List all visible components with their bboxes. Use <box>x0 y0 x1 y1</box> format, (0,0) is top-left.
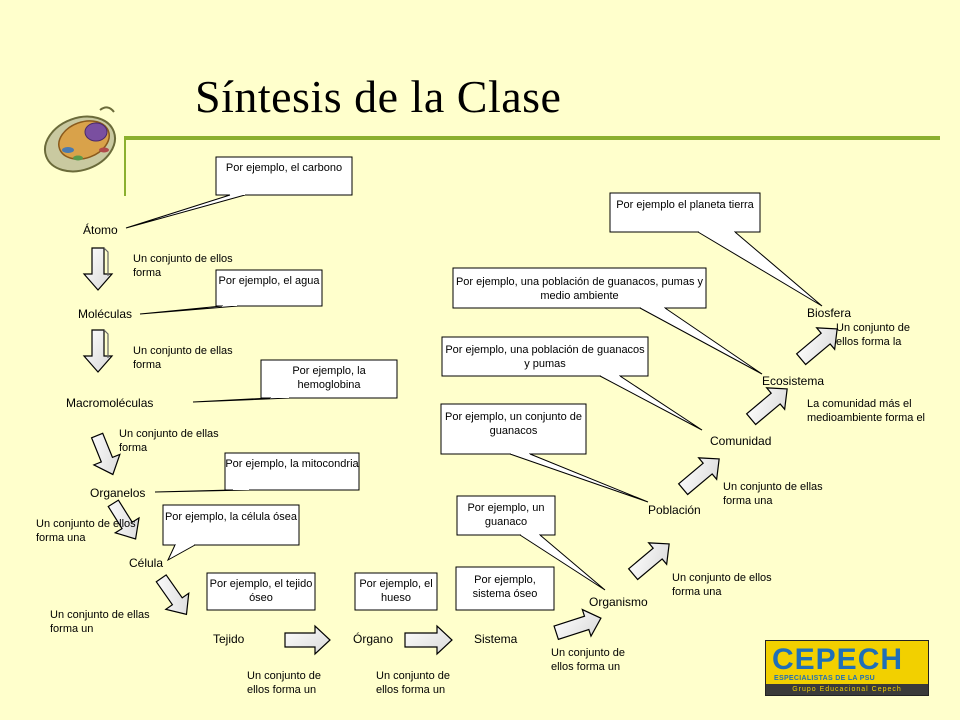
callout-celula <box>162 504 300 562</box>
connector-text-4: Un conjunto de ellos forma una <box>36 518 136 544</box>
example-atomo: Por ejemplo, el carbono <box>225 162 343 174</box>
arrow-down-4 <box>107 499 140 540</box>
callout-organelos <box>154 452 360 493</box>
callout-ecosistema <box>452 267 763 375</box>
callout-poblacion <box>440 403 649 503</box>
callout-atomo <box>125 156 353 229</box>
example-ecosistema: Por ejemplo, una población de guanacos, … <box>455 276 704 302</box>
slide-title: Síntesis de la Clase <box>195 71 562 122</box>
arrow-right-2 <box>404 624 453 656</box>
example-biosfera: Por ejemplo el planeta tierra <box>616 199 754 211</box>
arrow-down-2 <box>82 329 114 373</box>
arrow-up-4 <box>745 387 788 426</box>
example-sistema: Por ejemplo, sistema óseo <box>472 574 538 600</box>
connector-text-6: Un conjunto de ellos forma un <box>247 670 321 696</box>
title-rule <box>125 136 940 140</box>
connector-text-10: Un conjunto de ellas forma una <box>723 481 823 507</box>
arrow-up-2 <box>627 542 670 581</box>
callout-moleculas <box>139 269 323 315</box>
cell-illustration-icon <box>44 106 116 173</box>
arrow-down-5 <box>155 574 190 616</box>
callout-biosfera <box>609 192 823 307</box>
level-tejido: Tejido <box>213 632 245 646</box>
example-macromoleculas: Por ejemplo, la hemoglobina <box>292 365 366 391</box>
callout-tejido <box>206 572 316 611</box>
arrow-right-1 <box>284 624 331 656</box>
callout-sistema <box>455 566 555 611</box>
level-sistema: Sistema <box>474 632 518 646</box>
connector-text-1: Un conjunto de ellos forma <box>133 253 233 279</box>
level-moleculas: Moléculas <box>78 307 133 321</box>
connector-text-11: La comunidad más el medioambiente forma … <box>807 398 926 424</box>
connector-text-5: Un conjunto de ellas forma un <box>50 609 150 635</box>
level-macromoleculas: Macromoléculas <box>66 396 154 410</box>
title-rule-vertical <box>124 136 126 196</box>
connector-text-12: Un conjunto de ellos forma la <box>836 322 910 348</box>
connector-text-3: Un conjunto de ellas forma <box>119 428 219 454</box>
arrow-down-1 <box>82 247 114 291</box>
arrow-down-3 <box>90 432 121 476</box>
connector-text-9: Un conjunto de ellos forma una <box>672 572 772 598</box>
example-celula: Por ejemplo, la célula ósea <box>164 511 298 523</box>
arrow-up-3 <box>677 457 720 496</box>
callout-comunidad <box>441 336 703 431</box>
callout-macro <box>192 359 398 403</box>
arrow-up-5 <box>795 327 838 366</box>
logo-group: Grupo Educacional Cepech <box>766 684 928 695</box>
level-organelos: Organelos <box>90 486 146 500</box>
level-celula: Célula <box>129 556 164 570</box>
callout-organismo <box>456 495 606 591</box>
level-atomo: Átomo <box>83 223 118 237</box>
arrow-up-1 <box>553 608 602 641</box>
example-organelos: Por ejemplo, la mitocondria <box>225 458 359 470</box>
level-poblacion: Población <box>648 503 701 517</box>
example-organo: Por ejemplo, el hueso <box>359 578 433 604</box>
connector-text-2: Un conjunto de ellas forma <box>133 345 233 371</box>
level-organo: Órgano <box>353 632 394 646</box>
cepech-logo: CEPECH ESPECIALISTAS DE LA PSU Grupo Edu… <box>765 640 929 696</box>
callout-organo <box>354 572 438 611</box>
level-comunidad: Comunidad <box>710 434 772 448</box>
logo-name: CEPECH <box>772 643 904 676</box>
connector-text-7: Un conjunto de ellos forma un <box>376 670 450 696</box>
logo-tagline: ESPECIALISTAS DE LA PSU <box>774 675 876 682</box>
level-organismo: Organismo <box>589 595 648 609</box>
level-biosfera: Biosfera <box>807 306 852 320</box>
example-poblacion: Por ejemplo, un conjunto de guanacos <box>445 411 582 437</box>
connector-text-8: Un conjunto de ellos forma un <box>551 647 625 673</box>
example-comunidad: Por ejemplo, una población de guanacos y… <box>445 344 645 370</box>
example-tejido: Por ejemplo, el tejido óseo <box>209 578 313 604</box>
example-organismo: Por ejemplo, un guanaco <box>467 502 545 528</box>
example-moleculas: Por ejemplo, el agua <box>218 275 320 287</box>
level-ecosistema: Ecosistema <box>762 374 825 388</box>
